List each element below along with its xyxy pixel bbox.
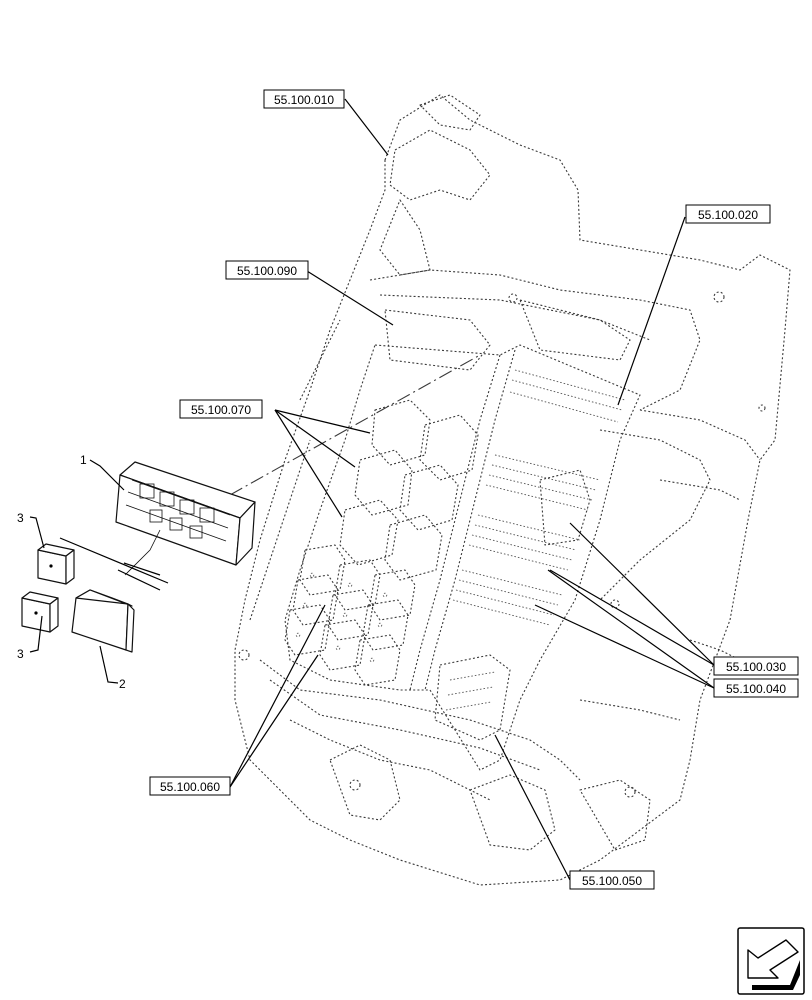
item-3-relay-lower [21,591,59,633]
svg-text:55.100.060: 55.100.060 [160,780,220,794]
callout-55-100-090[interactable]: 55.100.090 [225,260,309,280]
svg-text:55.100.070: 55.100.070 [191,403,251,417]
callout-55-100-040[interactable]: 55.100.040 [713,678,799,698]
item-label-3-upper: 3 [17,511,24,525]
item-3-relay-upper [37,543,75,585]
callout-55-100-050[interactable]: 55.100.050 [569,870,655,890]
callout-55-100-060[interactable]: 55.100.060 [149,776,231,796]
fuse-box-housing [234,94,791,886]
svg-text:55.100.040: 55.100.040 [726,682,786,696]
relay-group-lower [284,544,416,686]
svg-text:55.100.010: 55.100.010 [274,93,334,107]
callout-55-100-070[interactable]: 55.100.070 [179,399,263,419]
leader-lines [29,98,715,881]
item-label-2: 2 [119,677,126,691]
svg-text:55.100.030: 55.100.030 [726,660,786,674]
relay-board [229,299,641,771]
item-label-1: 1 [80,453,87,467]
svg-text:55.100.090: 55.100.090 [237,264,297,278]
svg-text:55.100.020: 55.100.020 [698,208,758,222]
item-1-fuse-module [115,461,256,576]
item-2-relay [71,589,135,653]
view-direction-arrow-icon [737,927,805,995]
callout-55-100-010[interactable]: 55.100.010 [263,89,345,109]
fuse-rows [434,369,626,741]
callout-55-100-020[interactable]: 55.100.020 [685,204,771,224]
item-label-3-lower: 3 [17,647,24,661]
callout-55-100-030[interactable]: 55.100.030 [713,656,799,676]
relay-group-upper [339,399,479,581]
svg-text:55.100.050: 55.100.050 [582,874,642,888]
